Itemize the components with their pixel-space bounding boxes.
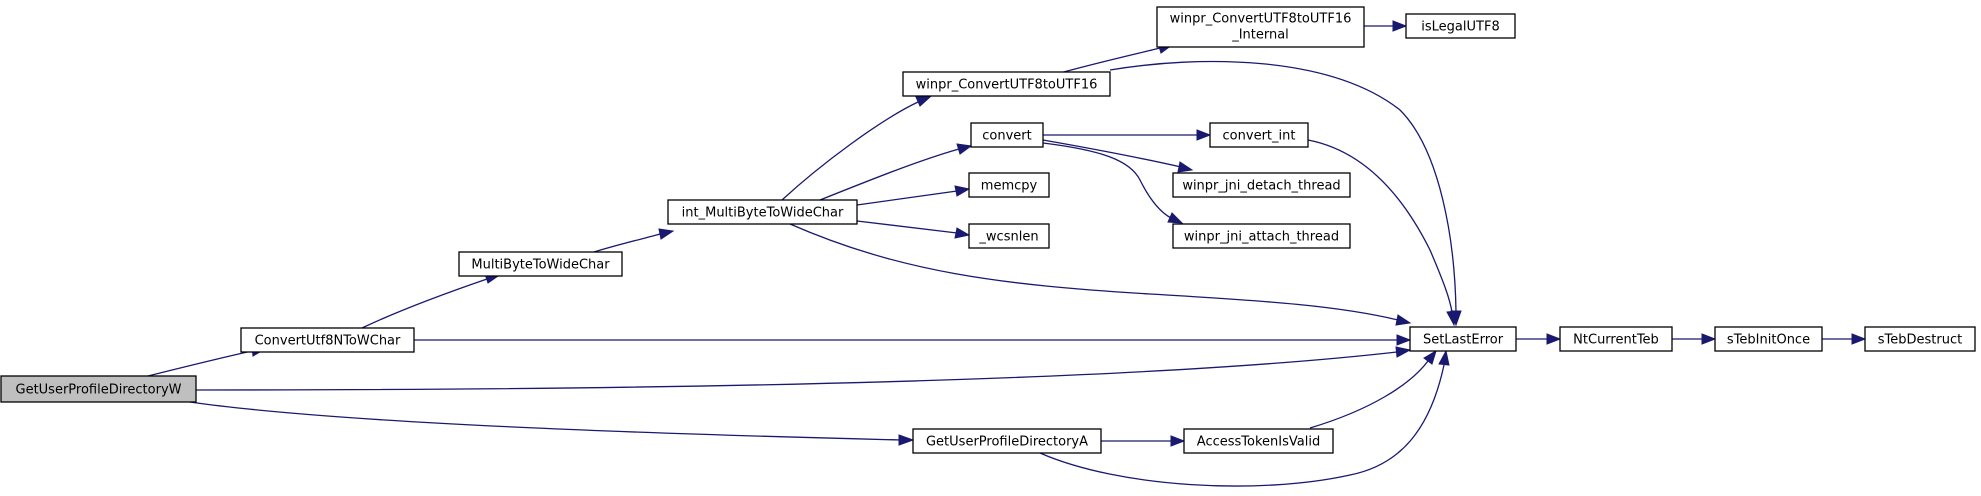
edge-setlasterror-ntcurrentteb (1516, 333, 1562, 345)
node-islegalutf8[interactable]: isLegalUTF8 (1405, 13, 1516, 39)
node-label: GetUserProfileDirectoryA (926, 435, 1088, 450)
node-label: GetUserProfileDirectoryW (16, 383, 182, 398)
node-winpr-jni-attach-thread[interactable]: winpr_jni_attach_thread (1172, 223, 1351, 249)
node-label-line2: _Internal (1231, 28, 1289, 43)
edge-int-multibytetowidechar-winpr-convertutf8toutf16 (781, 96, 932, 201)
edge-ntcurrentteb-stebinitonce (1672, 333, 1717, 345)
node-label: sTebInitOnce (1727, 333, 1810, 348)
edge-stebinitonce-stebdestruct (1822, 333, 1867, 345)
node-label: int_MultiByteToWideChar (682, 206, 844, 221)
edge-convert-int-setlasterror (1307, 139, 1458, 327)
edge-int-multibytetowidechar-wcsnlen (856, 220, 971, 239)
node-stebinitonce[interactable]: sTebInitOnce (1714, 326, 1823, 352)
edge-int-multibytetowidechar-setlasterror (789, 223, 1412, 326)
node-int-multibytetowidechar[interactable]: int_MultiByteToWideChar (667, 199, 858, 225)
node-memcpy[interactable]: memcpy (968, 172, 1050, 198)
node-setlasterror[interactable]: SetLastError (1409, 326, 1517, 352)
edge-getuserprofiledirectorya-setlasterror (1039, 349, 1450, 487)
node-winpr-convertutf8toutf16-internal[interactable]: winpr_ConvertUTF8toUTF16 _Internal (1156, 6, 1365, 48)
node-getuserprofiledirectoryw[interactable]: GetUserProfileDirectoryW (0, 375, 197, 403)
node-label: convert_int (1223, 129, 1296, 144)
node-convert-int[interactable]: convert_int (1209, 122, 1309, 148)
node-convertutf8ntowchar[interactable]: ConvertUtf8NToWChar (240, 327, 415, 353)
node-label: memcpy (981, 179, 1038, 194)
edge-convert-convert-int (1043, 129, 1212, 141)
node-label: AccessTokenIsValid (1197, 435, 1320, 450)
node-ntcurrentteb[interactable]: NtCurrentTeb (1559, 326, 1673, 352)
edge-convertutf8ntowchar-setlasterror (414, 334, 1412, 346)
edge-multibytetowidechar-int-multibytetowidechar (593, 228, 675, 253)
edge-accesstokenisvalid-setlasterror (1309, 349, 1437, 429)
edge-getuserprofiledirectorya-accesstokenisvalid (1101, 435, 1186, 447)
node-convert[interactable]: convert (970, 122, 1044, 148)
node-label: isLegalUTF8 (1421, 20, 1499, 35)
edge-getuserprofiledirectoryw-setlasterror (195, 346, 1412, 391)
node-label: _wcsnlen (978, 230, 1038, 245)
node-label: ConvertUtf8NToWChar (255, 334, 401, 349)
node-winpr-convertutf8toutf16[interactable]: winpr_ConvertUTF8toUTF16 (902, 71, 1111, 97)
node-label: NtCurrentTeb (1573, 333, 1659, 348)
edge-winpr-convertutf8toutf16-internal-islegalutf8 (1364, 20, 1408, 32)
node-label-line1: winpr_ConvertUTF8toUTF16 (1170, 12, 1352, 27)
edge-convert-winpr-jni-detach-thread (1042, 139, 1194, 173)
node-label: winpr_jni_attach_thread (1184, 230, 1339, 245)
edge-convertutf8ntowchar-multibytetowidechar (361, 273, 500, 329)
node-label: convert (982, 129, 1031, 144)
node-wcsnlen[interactable]: _wcsnlen (968, 223, 1050, 249)
function-nodes: GetUserProfileDirectoryW ConvertUtf8NToW… (0, 6, 1976, 454)
node-accesstokenisvalid[interactable]: AccessTokenIsValid (1183, 428, 1334, 454)
node-winpr-jni-detach-thread[interactable]: winpr_jni_detach_thread (1172, 172, 1351, 198)
node-getuserprofiledirectorya[interactable]: GetUserProfileDirectoryA (912, 428, 1102, 454)
node-label: winpr_ConvertUTF8toUTF16 (916, 78, 1098, 93)
edge-getuserprofiledirectoryw-getuserprofiledirectorya (189, 401, 915, 446)
node-label: winpr_jni_detach_thread (1182, 179, 1340, 194)
node-multibytetowidechar[interactable]: MultiByteToWideChar (458, 251, 623, 277)
node-label: SetLastError (1423, 333, 1504, 348)
edge-int-multibytetowidechar-convert (819, 143, 973, 201)
node-label: sTebDestruct (1878, 333, 1962, 348)
edge-int-multibytetowidechar-memcpy (856, 185, 971, 206)
edge-convert-winpr-jni-attach-thread (1042, 142, 1184, 224)
node-label: MultiByteToWideChar (471, 258, 610, 273)
node-stebdestruct[interactable]: sTebDestruct (1864, 326, 1976, 352)
